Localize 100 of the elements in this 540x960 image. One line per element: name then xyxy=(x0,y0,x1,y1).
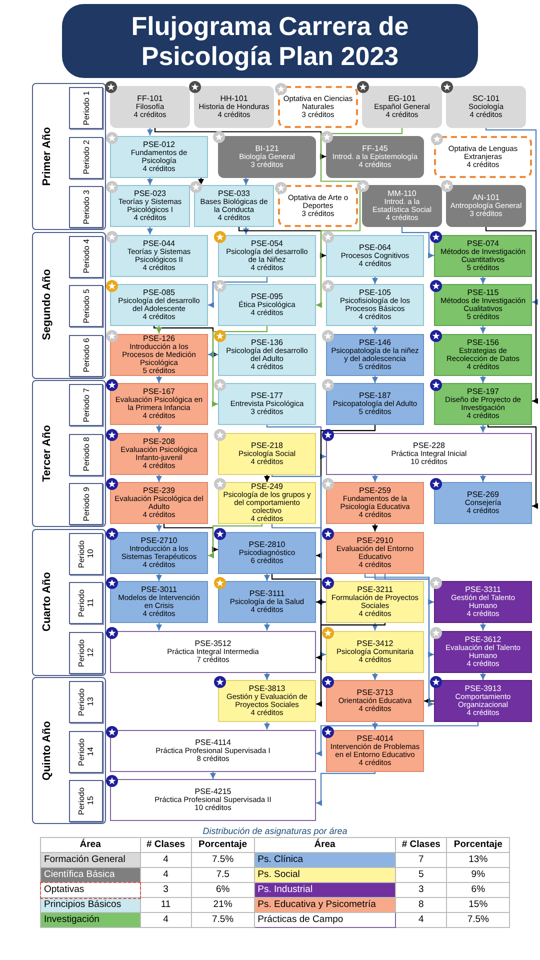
table-cell: Ps. Industrial xyxy=(254,882,396,898)
arrow xyxy=(480,474,486,482)
arrow xyxy=(316,599,326,605)
course-code: FF-101 xyxy=(137,95,163,103)
course-code: PSE-2710 xyxy=(140,536,178,544)
year-band xyxy=(32,528,106,676)
arrow xyxy=(212,326,268,407)
course-code: PSE-012 xyxy=(142,140,176,148)
arrow xyxy=(372,722,378,730)
course-code: HH-101 xyxy=(220,95,248,103)
arrow xyxy=(374,574,434,658)
course-code: PSE-156 xyxy=(466,338,500,346)
table-cell: 8 xyxy=(395,898,447,912)
arrow xyxy=(424,698,434,704)
table-header-cell: Porcentaje xyxy=(446,838,510,852)
year-band xyxy=(32,83,106,230)
course-box xyxy=(278,86,358,128)
arrow xyxy=(147,128,153,136)
table-cell: 7.5% xyxy=(446,912,510,928)
period-label: Periodo 6 xyxy=(82,338,90,373)
arrow xyxy=(264,623,270,630)
table-header-cell: Porcentaje xyxy=(191,838,254,852)
arrow xyxy=(264,672,270,680)
table-cell: 13% xyxy=(446,852,510,868)
year-band xyxy=(32,677,106,824)
table-cell: 4 xyxy=(140,912,192,928)
course-code: PSE-4114 xyxy=(195,738,231,746)
arrow xyxy=(208,352,218,358)
period-box xyxy=(69,136,103,178)
period-box xyxy=(69,532,103,574)
course-code: PSE-044 xyxy=(142,240,176,248)
course-code: PSE-3512 xyxy=(194,640,232,648)
course-code: PSE-197 xyxy=(466,388,500,396)
period-label: Periodo 3 xyxy=(82,190,90,224)
course-code: PSE-218 xyxy=(250,442,284,450)
course-code: PSE-177 xyxy=(250,392,284,400)
table-cell: 4 xyxy=(140,868,192,882)
table-cell: 6% xyxy=(191,882,254,898)
course-code: PSE-3612 xyxy=(464,636,502,644)
course-code: PSE-023 xyxy=(134,190,166,198)
course-code: PSE-033 xyxy=(218,190,250,198)
course-code: PSE-4215 xyxy=(194,788,232,796)
table-cell: Científica Básica xyxy=(40,868,140,882)
course-code: PSE-105 xyxy=(358,289,392,297)
course-code: PSE-187 xyxy=(358,392,392,400)
course-code: PSE-3713 xyxy=(356,689,394,697)
period-label: Periodo 15 xyxy=(77,786,95,817)
period-box xyxy=(69,236,103,278)
course-code: PSE-228 xyxy=(412,442,446,450)
period-label: Periodo 8 xyxy=(82,437,90,472)
course-code: BI-121 xyxy=(255,144,279,152)
course-code: PSE-136 xyxy=(250,338,284,346)
arrow xyxy=(208,524,263,558)
arrow xyxy=(372,474,378,482)
arrow xyxy=(372,376,378,383)
arrow xyxy=(156,574,162,581)
arrow xyxy=(243,227,249,234)
arrow xyxy=(480,376,486,383)
title-banner: Flujograma Carrera de Psicología Plan 2023 xyxy=(62,4,478,78)
course-code: PSE-064 xyxy=(358,244,392,252)
table-cell: 3 xyxy=(140,882,192,898)
table-cell: Investigación xyxy=(40,912,140,928)
table-cell: 7.5 xyxy=(191,868,254,882)
course-code: PSE-239 xyxy=(142,487,176,495)
arrow xyxy=(243,178,249,185)
period-box xyxy=(69,186,103,228)
year-label: Cuarto Año xyxy=(41,572,53,632)
course-code: PSE-269 xyxy=(466,491,500,499)
arrow xyxy=(264,722,270,730)
year-label: Segundo Año xyxy=(41,269,53,341)
table-cell: 15% xyxy=(446,898,510,912)
table-header-cell: Área xyxy=(254,838,396,852)
arrow xyxy=(480,425,486,432)
course-code: PSE-3111 xyxy=(249,590,285,598)
table-caption: Distribución de asignaturas por área xyxy=(202,826,348,836)
period-box xyxy=(69,681,103,723)
course-code: PSE-126 xyxy=(142,334,176,342)
period-box xyxy=(69,780,103,822)
table-cell: 5 xyxy=(395,868,447,882)
table-header-cell: # Clases xyxy=(395,838,447,852)
arrow xyxy=(480,623,486,630)
arrow xyxy=(401,227,434,258)
course-code: EG-101 xyxy=(388,95,416,103)
period-label: Periodo 5 xyxy=(82,288,90,324)
period-label: Periodo 4 xyxy=(82,239,90,274)
table-cell: Ps. Clínica xyxy=(254,852,396,868)
arrow xyxy=(487,425,538,509)
year-band xyxy=(32,232,106,378)
period-label: Periodo 14 xyxy=(77,736,95,768)
arrow xyxy=(208,276,268,308)
course-code: PSE-095 xyxy=(250,293,284,301)
course-code: PSE-115 xyxy=(467,289,499,297)
arrow xyxy=(156,326,162,334)
arrow xyxy=(384,574,434,707)
arrow xyxy=(316,722,479,756)
table-cell: 4 xyxy=(395,912,447,928)
arrow xyxy=(364,574,434,605)
arrow xyxy=(372,524,378,532)
course-code: PSE-2910 xyxy=(356,536,394,544)
course-code: PSE-3311 xyxy=(465,586,501,594)
